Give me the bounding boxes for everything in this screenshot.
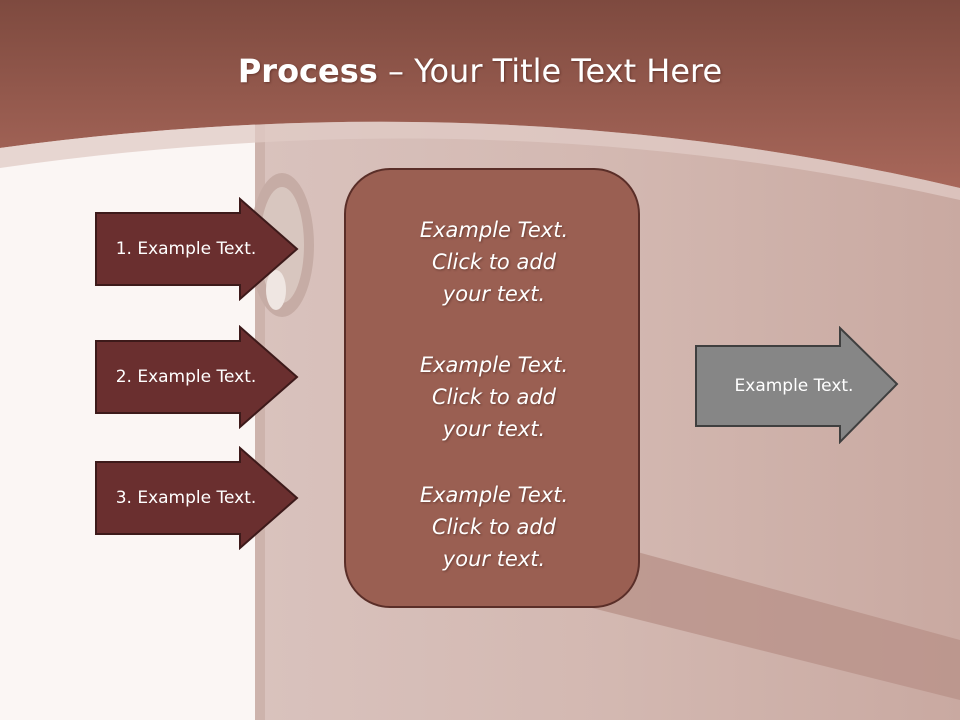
output-arrow[interactable]: [694, 326, 900, 444]
step-label-3: 3. Example Text.: [115, 488, 257, 508]
center-paragraph-2[interactable]: Example Text. Click to add your text.: [419, 353, 569, 441]
step-arrow-1[interactable]: [94, 197, 300, 301]
title-rest: – Your Title Text Here: [377, 52, 723, 90]
output-label: Example Text.: [734, 376, 854, 396]
header-band: [0, 0, 960, 188]
center-paragraph-3[interactable]: Example Text. Click to add your text.: [419, 483, 569, 571]
step-label-2: 2. Example Text.: [115, 367, 257, 387]
slide-title: Process – Your Title Text Here: [0, 52, 960, 90]
step-label-1: 1. Example Text.: [115, 239, 257, 259]
step-arrow-2[interactable]: [94, 325, 300, 429]
center-paragraph-1[interactable]: Example Text. Click to add your text.: [419, 218, 569, 306]
title-bold: Process: [237, 52, 378, 90]
center-text-box[interactable]: Example Text. Click to add your text. Ex…: [344, 168, 640, 608]
step-arrow-3[interactable]: [94, 446, 300, 550]
header-swoosh: [0, 121, 960, 200]
